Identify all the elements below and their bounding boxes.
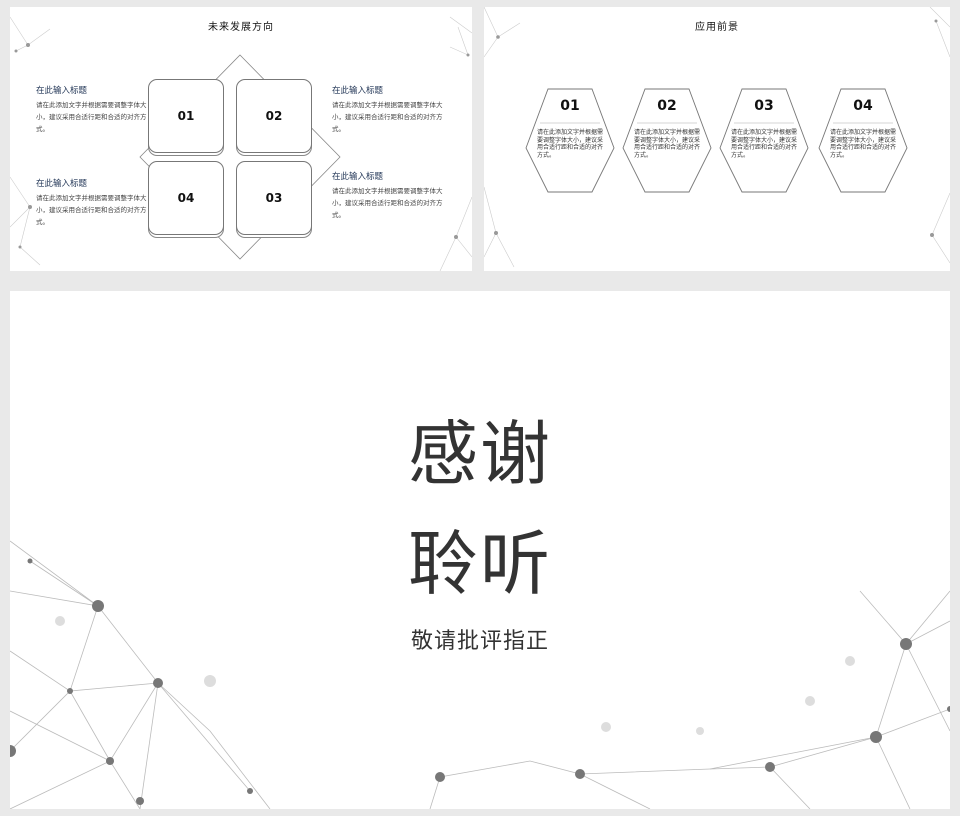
thanks-subtitle: 敬请批评指正: [410, 629, 549, 654]
tile-01: 01: [148, 79, 224, 153]
slide-title: 未来发展方向: [208, 22, 274, 33]
block-text-bottom-right: 请在此添加文字并根据需要调整字体大小，建议采用合适行距和合适的对齐方式。: [332, 187, 443, 219]
slide-thank-you[interactable]: 感谢 聆听 敬请批评指正: [10, 291, 950, 809]
slide-application-prospects[interactable]: 应用前景 01 请在此添加文字并根据需要调整字体大小，建议采用合适行距和合适的对…: [484, 7, 950, 271]
block-text-top-right: 请在此添加文字并根据需要调整字体大小，建议采用合适行距和合适的对齐方式。: [332, 101, 443, 133]
hex-number-01: 01: [560, 98, 580, 114]
thanks-heading-line2: 聆听: [408, 523, 552, 605]
hex-number-04: 04: [853, 98, 873, 114]
block-title-top-right: 在此输入标题: [332, 86, 384, 96]
hex-number-02: 02: [657, 98, 677, 114]
block-title-bottom-left: 在此输入标题: [36, 179, 88, 189]
hex-text-02: 请在此添加文字并根据需要调整字体大小，建议采用合适行距和合适的对齐方式。: [634, 129, 701, 159]
hex-text-04: 请在此添加文字并根据需要调整字体大小，建议采用合适行距和合适的对齐方式。: [830, 129, 897, 159]
block-text-bottom-left: 请在此添加文字并根据需要调整字体大小，建议采用合适行距和合适的对齐方式。: [36, 194, 147, 226]
hex-text-01: 请在此添加文字并根据需要调整字体大小，建议采用合适行距和合适的对齐方式。: [537, 129, 604, 159]
slide-title: 应用前景: [695, 22, 739, 33]
tile-03: 03: [236, 161, 312, 235]
tile-02: 02: [236, 79, 312, 153]
block-title-top-left: 在此输入标题: [36, 86, 88, 96]
thanks-heading-line1: 感谢: [408, 413, 552, 495]
slide-future-direction[interactable]: 未来发展方向 01 02 04 03 在此输入标题 请在此添加文字并根据需要调整…: [10, 7, 472, 271]
block-title-bottom-right: 在此输入标题: [332, 172, 384, 182]
hex-number-03: 03: [754, 98, 774, 114]
hex-text-03: 请在此添加文字并根据需要调整字体大小，建议采用合适行距和合适的对齐方式。: [731, 129, 798, 159]
tile-04: 04: [148, 161, 224, 235]
block-text-top-left: 请在此添加文字并根据需要调整字体大小，建议采用合适行距和合适的对齐方式。: [36, 101, 147, 133]
